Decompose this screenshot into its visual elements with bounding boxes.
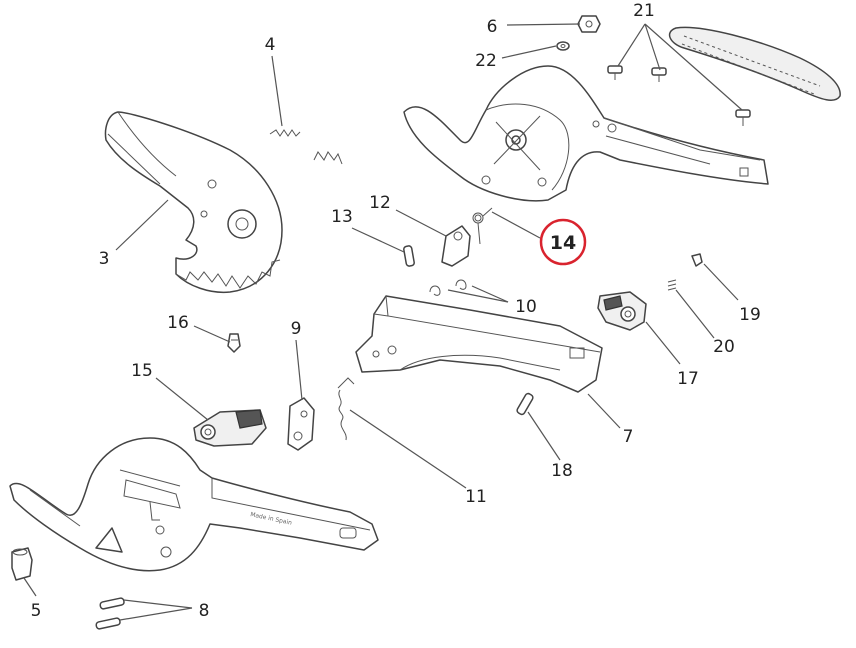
part-14-spring xyxy=(472,207,493,245)
part-7-lower-handle xyxy=(355,295,603,393)
callout-14: 14 xyxy=(550,232,576,254)
part-17-lever xyxy=(597,291,647,331)
callout-17: 17 xyxy=(677,369,699,389)
part-15-ratchet xyxy=(193,409,267,447)
part-16-pin xyxy=(227,333,241,353)
callout-10: 10 xyxy=(515,297,537,317)
part-21-grip-cover xyxy=(668,26,841,101)
part-20-spring xyxy=(667,279,677,291)
callout-22: 22 xyxy=(475,51,497,71)
part-9-link xyxy=(287,397,315,451)
part-4-springs xyxy=(269,129,343,165)
callout-11: 11 xyxy=(465,487,487,507)
callout-20: 20 xyxy=(713,337,735,357)
part-12-pawl xyxy=(441,225,471,267)
callout-19: 19 xyxy=(739,305,761,325)
callout-9: 9 xyxy=(291,319,302,339)
part-5-bushing xyxy=(11,547,33,581)
callout-8: 8 xyxy=(199,601,210,621)
leader-lines xyxy=(23,23,743,621)
part-18-pin xyxy=(516,392,534,416)
highlight-circle xyxy=(539,218,587,266)
part-8-pins xyxy=(95,597,125,630)
part-10-springs xyxy=(429,279,467,296)
part-19-pin xyxy=(691,253,703,267)
callout-18: 18 xyxy=(551,461,573,481)
part-6-nut xyxy=(577,15,601,33)
callout-3: 3 xyxy=(99,249,110,269)
part-11-spring xyxy=(337,377,355,441)
callout-12: 12 xyxy=(369,193,391,213)
callout-7: 7 xyxy=(623,427,634,447)
callout-13: 13 xyxy=(331,207,353,227)
callout-16: 16 xyxy=(167,313,189,333)
callout-4: 4 xyxy=(265,35,276,55)
part-21-screws xyxy=(607,65,751,126)
part-3-blade xyxy=(104,111,283,294)
part-1-upper-handle xyxy=(403,65,769,202)
callout-15: 15 xyxy=(131,361,153,381)
part-13-pin xyxy=(403,245,415,267)
callout-21: 21 xyxy=(633,1,655,21)
callout-labels: 6 22 21 4 3 13 12 14 10 19 20 16 9 15 17… xyxy=(31,1,761,621)
part-22-washer xyxy=(556,41,570,51)
callout-6: 6 xyxy=(487,17,498,37)
lower-handle-frame xyxy=(9,437,379,572)
callout-5: 5 xyxy=(31,601,42,621)
